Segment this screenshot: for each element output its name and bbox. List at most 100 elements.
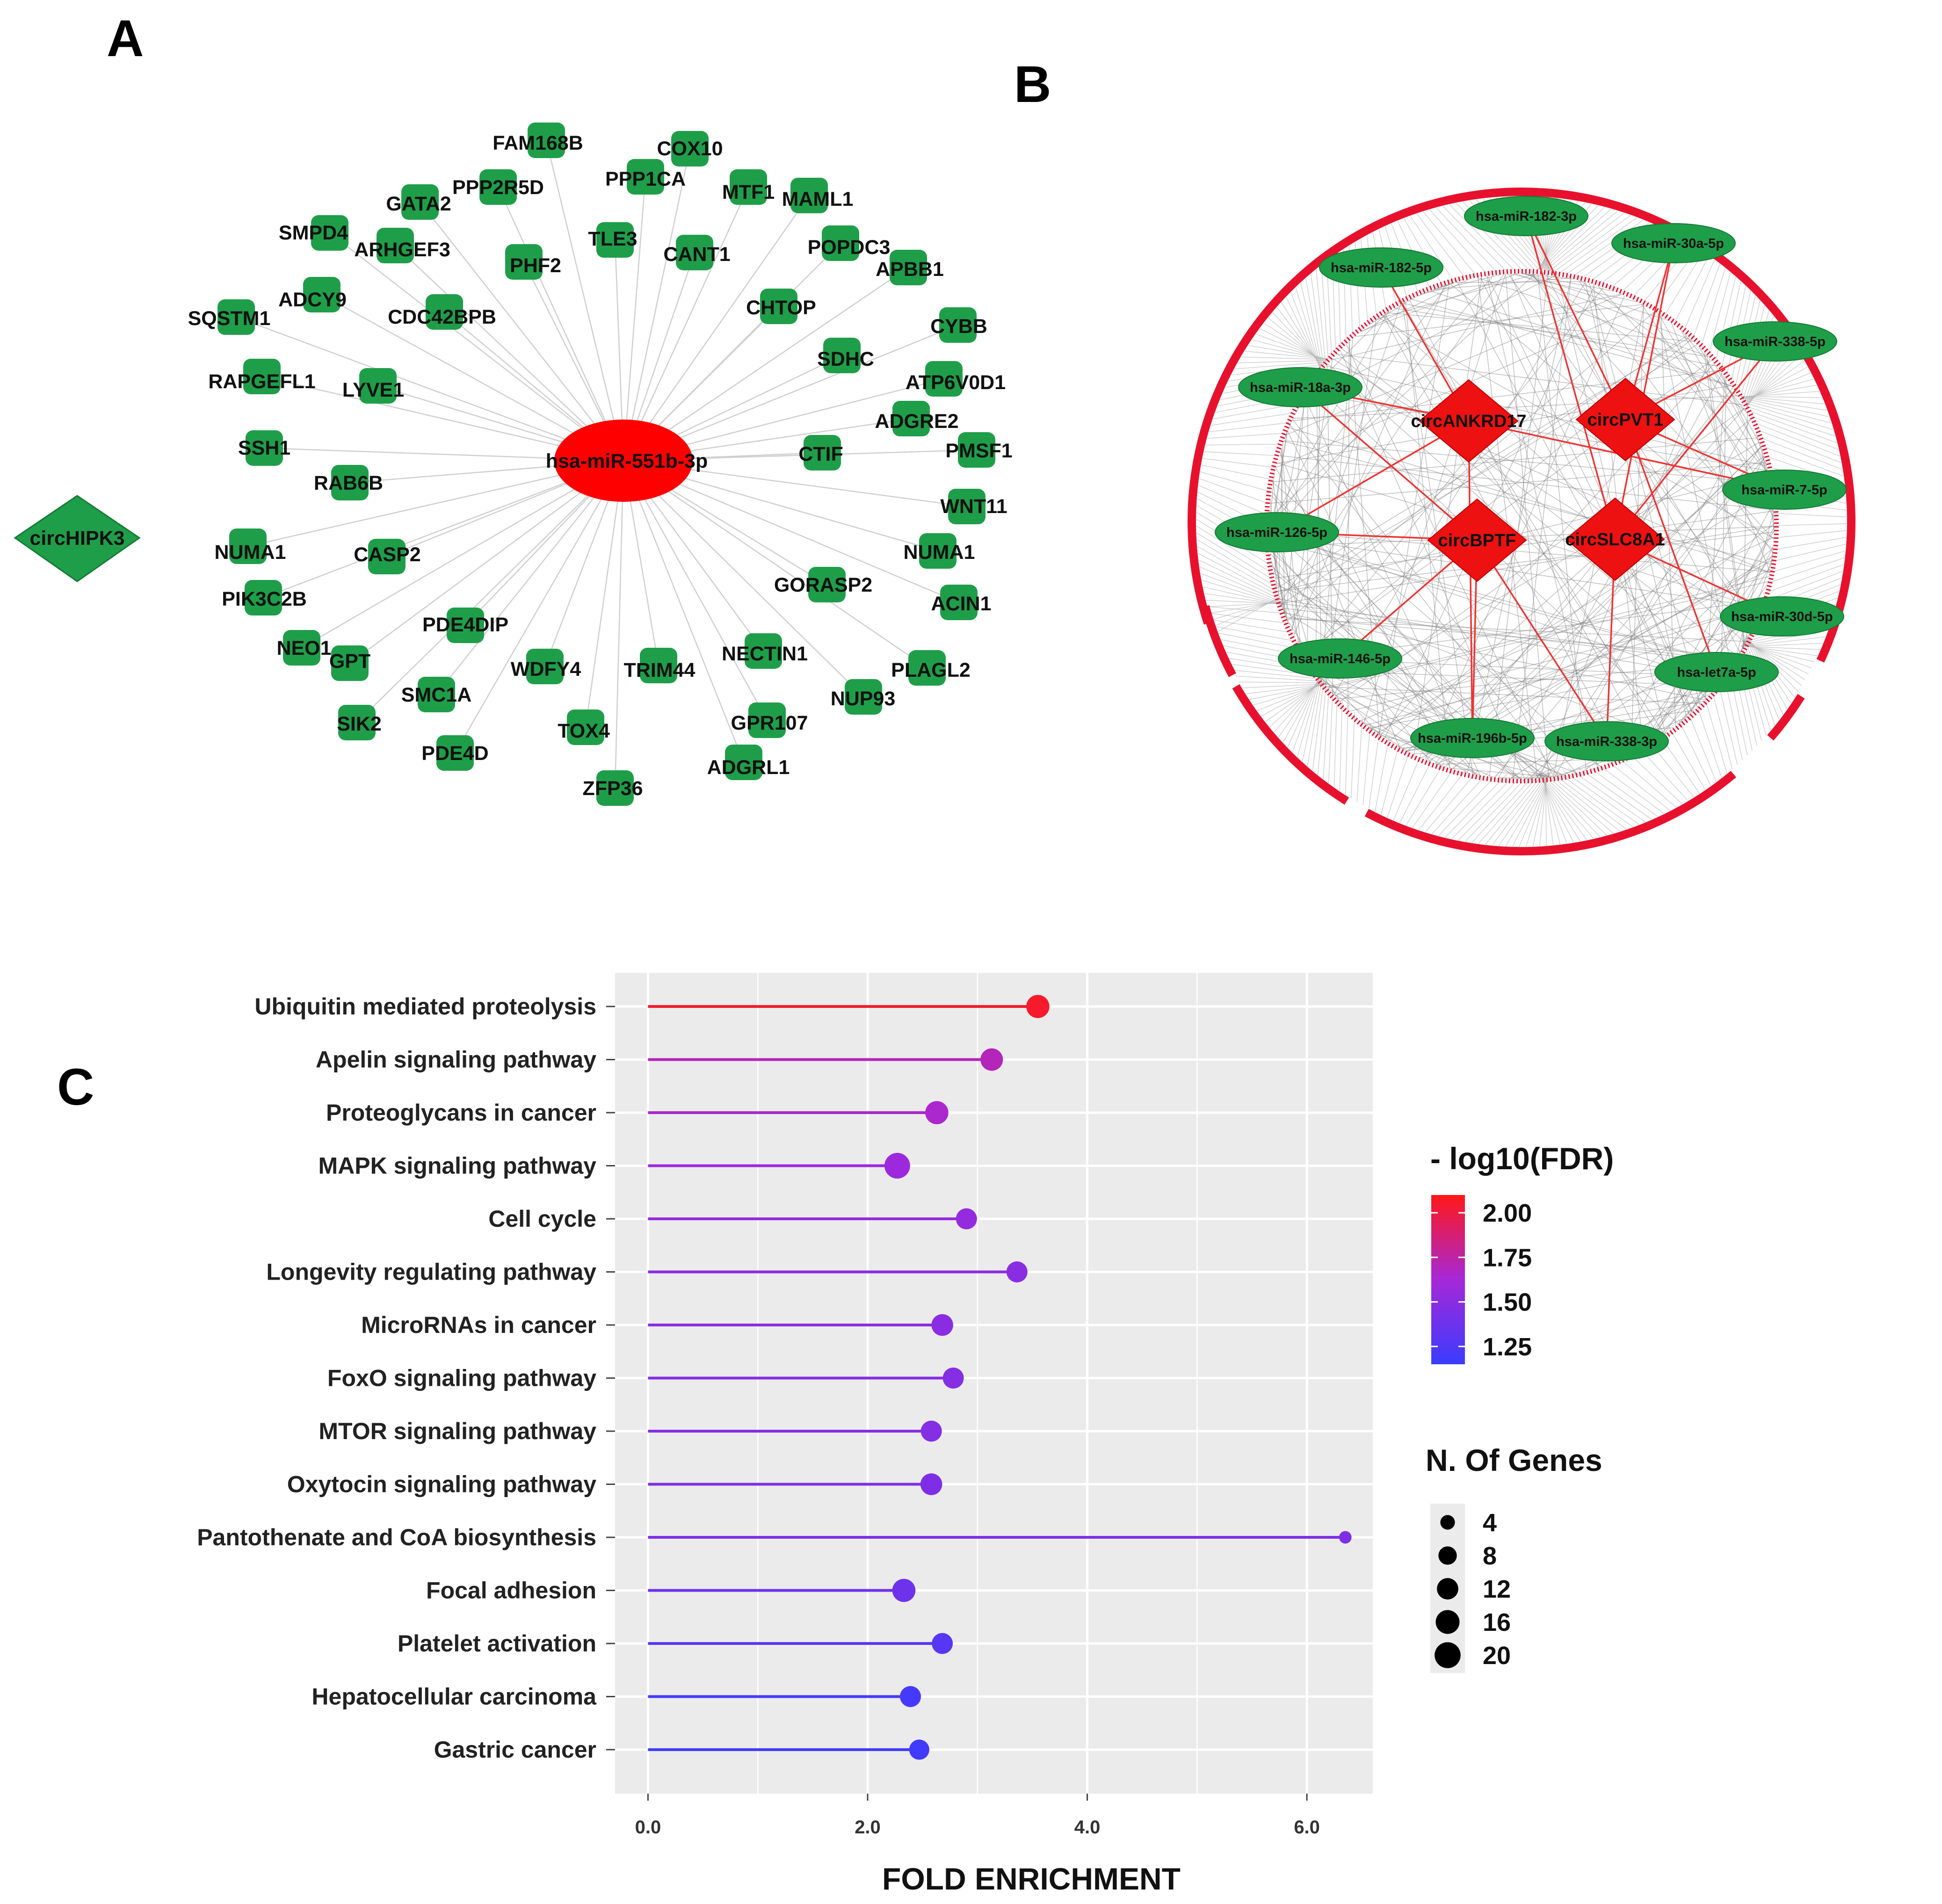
lollipop-point[interactable] [1026, 995, 1050, 1018]
gene-node[interactable] [676, 235, 713, 270]
gene-node[interactable] [311, 215, 348, 251]
gene-node[interactable] [479, 169, 517, 205]
mirna-node[interactable] [1720, 596, 1844, 637]
gene-node[interactable] [822, 225, 859, 261]
fan-line [1436, 207, 1496, 271]
mesh-edge [1268, 531, 1719, 684]
gene-node[interactable] [217, 299, 255, 335]
gene-node[interactable] [303, 277, 341, 312]
mesh-edge [1271, 561, 1305, 656]
gene-node[interactable] [331, 645, 369, 681]
lollipop-point[interactable] [920, 1420, 942, 1442]
lollipop-point[interactable] [900, 1686, 921, 1707]
lollipop-point[interactable] [884, 1153, 910, 1179]
gene-node[interactable] [418, 677, 455, 712]
gene-node[interactable] [730, 169, 767, 205]
mirna-node[interactable] [1713, 321, 1837, 362]
gene-node[interactable] [725, 745, 762, 780]
gene-node[interactable] [919, 533, 957, 569]
mirna-node[interactable] [1410, 718, 1535, 758]
mesh-edge [1279, 598, 1723, 680]
lollipop-point[interactable] [956, 1208, 977, 1230]
mesh-edge [1361, 537, 1774, 722]
fan-line [1768, 550, 1846, 573]
circrna-node[interactable] [1565, 497, 1665, 581]
gene-node[interactable] [823, 338, 861, 373]
circrna-node[interactable] [1575, 377, 1675, 462]
gene-node[interactable] [890, 250, 927, 285]
gene-label: PIK3C2B [222, 588, 307, 610]
gene-node[interactable] [596, 222, 634, 258]
gene-node[interactable] [505, 244, 543, 280]
gene-node[interactable] [939, 307, 977, 343]
gene-node[interactable] [359, 368, 397, 404]
gene-node[interactable] [760, 289, 797, 324]
gene-node[interactable] [845, 679, 882, 715]
circhipk3-node[interactable] [14, 495, 141, 582]
mirna-node[interactable] [1464, 196, 1588, 236]
lollipop-point[interactable] [892, 1578, 916, 1602]
gene-node[interactable] [245, 580, 282, 615]
fan-line [1492, 772, 1547, 846]
circrna-node[interactable] [1419, 379, 1519, 463]
gene-node[interactable] [368, 539, 406, 574]
mirna-node[interactable] [1654, 652, 1779, 692]
gene-node[interactable] [948, 489, 985, 524]
gene-node[interactable] [958, 432, 995, 468]
gene-node[interactable] [283, 630, 320, 666]
gene-node[interactable] [567, 709, 604, 745]
mirna-node[interactable] [1238, 367, 1362, 407]
gene-node[interactable] [447, 608, 484, 643]
gene-node[interactable] [748, 702, 786, 738]
fan-line [1570, 769, 1646, 823]
lollipop-point[interactable] [942, 1368, 964, 1389]
gene-node[interactable] [246, 430, 283, 466]
gene-node[interactable] [925, 361, 963, 397]
lollipop-point[interactable] [932, 1633, 953, 1654]
gene-node[interactable] [790, 178, 828, 213]
gene-node[interactable] [808, 567, 846, 602]
gene-node[interactable] [436, 735, 474, 771]
lollipop-point[interactable] [909, 1739, 929, 1760]
mirna-node[interactable] [1611, 223, 1736, 263]
gene-node[interactable] [377, 228, 414, 263]
gene-node[interactable] [892, 401, 930, 436]
gene-edge [395, 245, 624, 461]
gene-node[interactable] [940, 585, 978, 620]
gene-node[interactable] [596, 770, 634, 806]
gene-node[interactable] [671, 131, 709, 167]
fan-line [1751, 415, 1839, 450]
gene-node[interactable] [331, 465, 369, 500]
mirna-node[interactable] [1722, 470, 1847, 510]
circrna-node[interactable] [1427, 498, 1527, 582]
lollipop-point[interactable] [980, 1048, 1003, 1071]
lollipop-point[interactable] [925, 1101, 949, 1124]
gene-node[interactable] [243, 359, 281, 394]
fan-line [1563, 770, 1639, 825]
gene-node[interactable] [526, 649, 564, 684]
gene-node[interactable] [229, 528, 267, 564]
mirna-node[interactable] [1215, 512, 1339, 552]
fan-line [1260, 328, 1326, 362]
lollipop-point[interactable] [1006, 1261, 1028, 1282]
lollipop-point[interactable] [931, 1314, 953, 1336]
circrna-label: circPVT1 [1587, 410, 1664, 430]
gene-node[interactable] [338, 705, 376, 740]
fan-line [1204, 593, 1283, 605]
gene-node[interactable] [401, 184, 439, 220]
gene-node[interactable] [426, 294, 463, 330]
mirna-node[interactable] [1319, 247, 1443, 288]
gene-node[interactable] [804, 435, 841, 471]
gene-node[interactable] [627, 159, 664, 195]
gene-label: PPP1CA [605, 168, 686, 190]
mirna-node[interactable] [1544, 721, 1669, 761]
mirna-node[interactable] [1278, 638, 1402, 679]
gene-node[interactable] [528, 123, 565, 158]
gene-node[interactable] [745, 633, 782, 669]
lollipop-point[interactable] [920, 1473, 942, 1495]
gene-node[interactable] [640, 648, 677, 683]
lollipop-point[interactable] [1339, 1531, 1352, 1544]
fan-line [1704, 695, 1727, 774]
gene-node[interactable] [908, 650, 946, 686]
hub-node[interactable] [554, 420, 693, 502]
